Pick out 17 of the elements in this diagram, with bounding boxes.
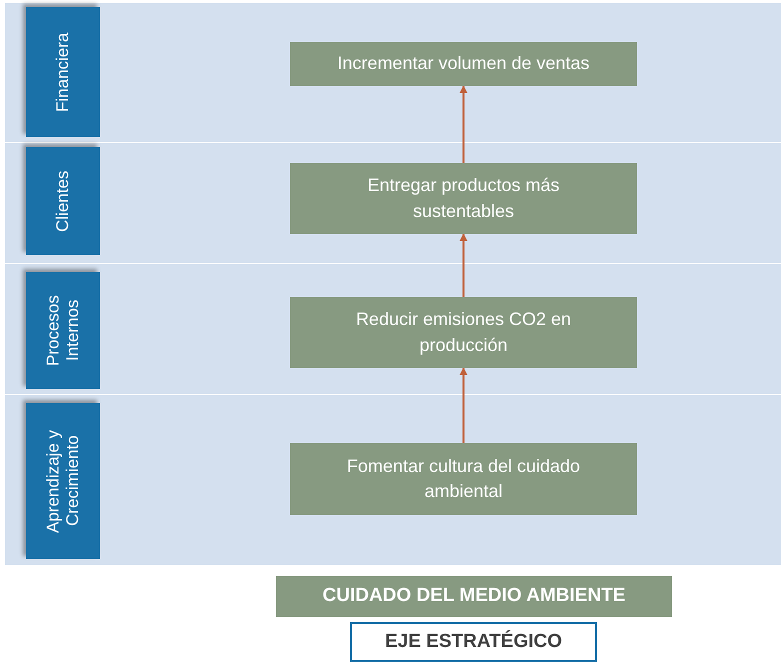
lane-band [5, 264, 781, 394]
lane-label: Clientes [26, 147, 100, 255]
objective-box: Entregar productos más sustentables [290, 163, 637, 234]
lane-label: Financiera [26, 7, 100, 137]
arrow [460, 85, 468, 163]
objective-box: Fomentar cultura del cuidado ambiental [290, 443, 637, 515]
objective-box: Incrementar volumen de ventas [290, 42, 637, 86]
lane-band [5, 143, 781, 263]
lane-band [5, 395, 781, 565]
axis-banner: CUIDADO DEL MEDIO AMBIENTE [276, 576, 672, 617]
axis-title-box: EJE ESTRATÉGICO [350, 622, 597, 662]
lane-band [5, 3, 781, 142]
lane-label: Procesos Internos [26, 272, 100, 389]
arrow [460, 233, 468, 297]
objective-box: Reducir emisiones CO2 en producción [290, 297, 637, 368]
lane-label: Aprendizaje y Crecimiento [26, 403, 100, 559]
arrow [460, 367, 468, 443]
